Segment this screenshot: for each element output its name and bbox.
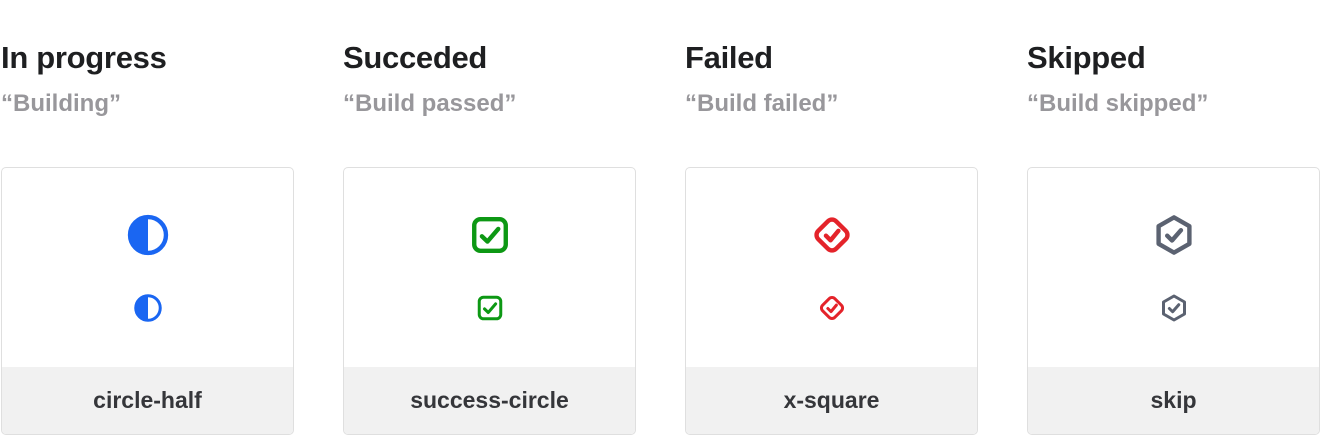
status-column-in-progress: In progress “Building” circle-half <box>1 0 294 435</box>
icon-preview <box>1028 168 1319 367</box>
status-column-succeeded: Succeded “Build passed” success-circle <box>343 0 636 435</box>
icon-name-label: success-circle <box>344 367 635 434</box>
icon-preview <box>344 168 635 367</box>
status-title: Skipped <box>1027 40 1146 75</box>
check-square-icon-large <box>468 213 512 257</box>
icon-card: x-square <box>685 167 978 435</box>
status-subtitle: “Build passed” <box>343 90 517 117</box>
icon-name-label: x-square <box>686 367 977 434</box>
icon-name-label: circle-half <box>2 367 293 434</box>
icon-preview <box>686 168 977 367</box>
status-subtitle: “Building” <box>1 90 121 117</box>
status-subtitle: “Build skipped” <box>1027 90 1209 117</box>
status-column-failed: Failed “Build failed” x-square <box>685 0 978 435</box>
status-column-skipped: Skipped “Build skipped” skip <box>1027 0 1320 435</box>
circle-half-icon-large <box>126 213 170 257</box>
status-title: Succeded <box>343 40 488 75</box>
icon-card: circle-half <box>1 167 294 435</box>
icon-card: success-circle <box>343 167 636 435</box>
icon-card: skip <box>1027 167 1320 435</box>
check-hexagon-icon-small <box>1159 293 1189 323</box>
check-square-icon-small <box>475 293 505 323</box>
icon-preview <box>2 168 293 367</box>
check-diamond-icon-small <box>817 293 847 323</box>
check-hexagon-icon-large <box>1152 213 1196 257</box>
icon-name-label: skip <box>1028 367 1319 434</box>
status-title: In progress <box>1 40 167 75</box>
status-title: Failed <box>685 40 773 75</box>
status-subtitle: “Build failed” <box>685 90 839 117</box>
check-diamond-icon-large <box>810 213 854 257</box>
circle-half-icon-small <box>133 293 163 323</box>
